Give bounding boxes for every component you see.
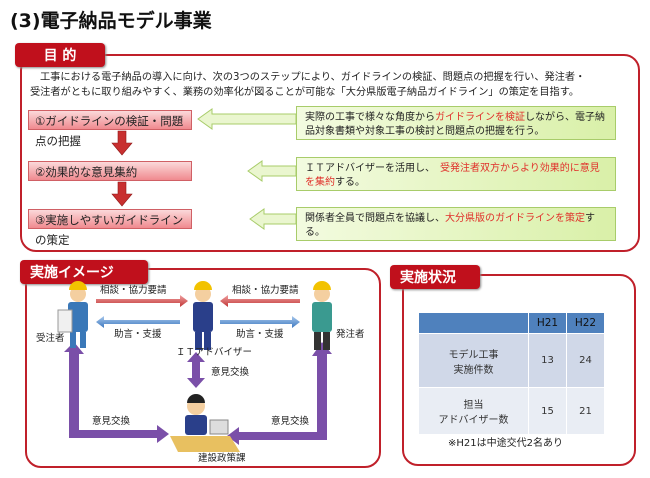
flow-diagram [57,281,332,452]
cell-h21: 13 [528,333,567,388]
step-3-description: 関係者全員で問題点を協議し、大分県版のガイドラインを策定する。 [296,207,616,241]
desc-text: する。 [335,177,365,188]
intro-line: 工事における電子納品の導入に向け、次の3つのステップにより、ガイドラインの検証、… [40,72,586,83]
header-cell: H22 [566,312,605,334]
desc-highlight: 受発注者双方からより効果的に意見を集約 [305,163,600,188]
desc-text: する。 [305,213,595,238]
table-row: 担当アドバイザー数 15 21 [418,387,605,435]
advice-label-left: 助言・支援 [114,329,162,340]
contractor-person-icon [57,281,88,348]
advice-label-right: 助言・支援 [236,329,284,340]
desc-highlight: ガイドラインを検証 [435,112,525,123]
consult-label-right: 相談・協力要請 [232,285,299,296]
status-note: ※H21は中途交代2名あり [448,438,563,449]
request-arrow-icon [96,295,300,307]
step-1-description: 実際の工事で様々な角度からガイドラインを検証しながら、電子納品対象書類や対象工事… [296,106,616,140]
exchange-label-right: 意見交換 [271,416,310,427]
left-arrow-icon [197,108,297,230]
step-1: ①ガイドラインの検証・問題点の把握 [28,110,192,148]
purpose-tab: 目 的 [15,43,105,67]
advice-arrow-icon [96,316,300,328]
purpose-arrows [111,108,297,230]
desc-highlight: 大分県版のガイドラインを策定 [445,213,585,224]
row-label-line: 実施件数 [453,364,494,376]
step-2: ②効果的な意見集約 [28,161,192,181]
purpose-intro: 工事における電子納品の導入に向け、次の3つのステップにより、ガイドラインの検証、… [30,70,630,100]
table-row: モデル工事実施件数 13 24 [418,333,605,388]
division-officer-icon [170,394,240,452]
down-arrow-icon [111,130,133,207]
status-table: H21 H22 モデル工事実施件数 13 24 担当アドバイザー数 15 21 [418,312,605,435]
contractor-label: 受注者 [36,333,65,344]
row-label: モデル工事実施件数 [418,333,529,388]
advisor-label: ＩＴアドバイザー [176,347,253,358]
desc-text: 関係者全員で問題点を協議し、 [305,213,445,224]
exchange-arrow-icon [64,342,332,445]
desc-text: 実際の工事で様々な角度から [305,112,435,123]
header-cell [418,312,529,334]
exchange-label-center: 意見交換 [211,367,250,378]
table-header-row: H21 H22 [418,312,605,334]
desc-text: しながら、電子納品対象書類や対象工事の検討と問題点の把握を行う。 [305,112,605,137]
orderer-person-icon [312,281,332,350]
advisor-person-icon [193,281,213,350]
step-2-description: ＩＴアドバイザーを活用し、 受発注者双方からより効果的に意見を集約する。 [296,157,616,191]
page-title: (3)電子納品モデル事業 [10,10,212,32]
image-tab: 実施イメージ [20,260,148,284]
status-tab: 実施状況 [390,265,480,289]
row-label-line: モデル工事 [448,349,499,361]
cell-h22: 24 [566,333,605,388]
intro-line: 受注者がともに取り組みやすく、業務の効率化が図ることが可能な「大分県版電子納品ガ… [30,87,580,98]
exchange-label-left: 意見交換 [92,416,131,427]
step-3: ③実施しやすいガイドラインの策定 [28,209,192,247]
row-label-line: 担当 [463,400,484,411]
header-cell: H21 [528,312,567,334]
desc-text: ＩＴアドバイザーを活用し、 [305,163,440,174]
row-label: 担当アドバイザー数 [418,387,529,435]
division-label: 建設政策課 [198,453,246,464]
cell-h21: 15 [528,387,567,435]
row-label-line: アドバイザー数 [438,415,509,426]
orderer-label: 発注者 [336,329,365,340]
cell-h22: 21 [566,387,605,435]
consult-label-left: 相談・協力要請 [100,285,167,296]
